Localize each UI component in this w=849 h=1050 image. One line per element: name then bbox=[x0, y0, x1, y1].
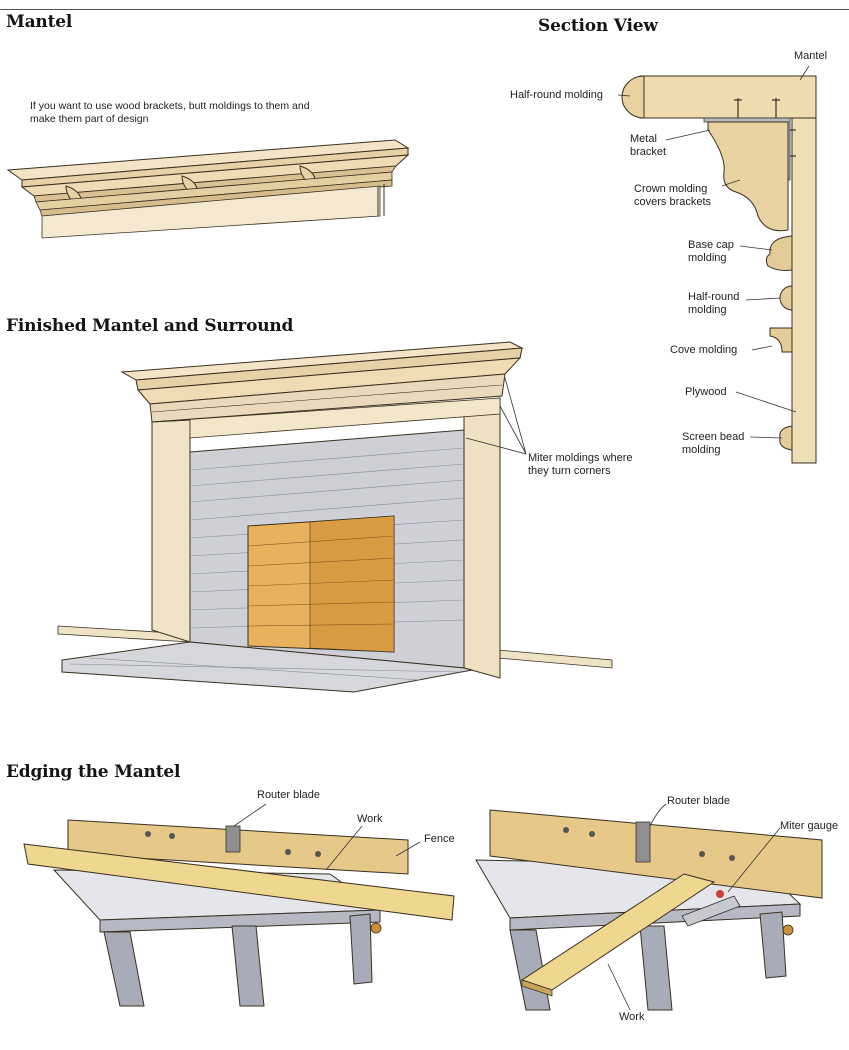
plywood-panel bbox=[791, 117, 817, 464]
mantel-note-line1: If you want to use wood brackets, butt m… bbox=[30, 100, 310, 112]
label-router-blade-left: Router blade bbox=[257, 789, 320, 801]
router-table-right bbox=[475, 803, 823, 1011]
heading-mantel: Mantel bbox=[6, 12, 73, 32]
label-base-cap: Base cap molding bbox=[688, 239, 734, 264]
half-round-top bbox=[621, 75, 645, 119]
crown-molding bbox=[707, 121, 789, 232]
fireplace-illustration bbox=[57, 341, 613, 693]
fence-right bbox=[489, 809, 823, 899]
label-half-round-top: Half-round molding bbox=[510, 89, 603, 101]
heading-edging: Edging the Mantel bbox=[6, 762, 181, 782]
label-cove-molding: Cove molding bbox=[670, 344, 738, 356]
label-plywood: Plywood bbox=[685, 386, 727, 398]
label-crown-molding: Crown molding covers brackets bbox=[634, 183, 712, 208]
mantel-shelf-illustration bbox=[6, 139, 410, 239]
router-blade-right-icon bbox=[635, 821, 651, 863]
label-miter-gauge: Miter gauge bbox=[780, 820, 839, 832]
label-fence: Fence bbox=[424, 833, 455, 845]
label-router-blade-right: Router blade bbox=[667, 795, 730, 807]
label-screen-bead: Screen bead molding bbox=[682, 431, 745, 456]
hearth bbox=[61, 641, 473, 693]
router-blade-left-icon bbox=[225, 825, 241, 853]
mantel-note-line2: make them part of design bbox=[30, 113, 149, 125]
label-work-left: Work bbox=[357, 813, 383, 825]
label-mantel: Mantel bbox=[794, 50, 828, 62]
work-board-left bbox=[23, 843, 455, 921]
label-metal-bracket: Metal bracket bbox=[630, 133, 667, 158]
base-cap-molding bbox=[765, 235, 793, 271]
heading-finished-mantel: Finished Mantel and Surround bbox=[6, 316, 294, 336]
heading-section-view: Section View bbox=[538, 16, 658, 36]
cove-molding bbox=[769, 327, 793, 353]
label-work-right: Work bbox=[619, 1011, 645, 1023]
label-miter-moldings: Miter moldings where they turn corners bbox=[528, 452, 633, 477]
mantel-note: If you want to use wood brackets, butt m… bbox=[30, 100, 310, 126]
half-round-molding bbox=[779, 285, 793, 311]
top-rule bbox=[0, 9, 849, 10]
label-half-round: Half-round molding bbox=[688, 291, 740, 316]
mantel-board bbox=[639, 75, 817, 119]
miter-gauge-icon bbox=[681, 895, 741, 927]
section-view-illustration bbox=[617, 65, 817, 464]
router-table-left bbox=[23, 803, 455, 1007]
